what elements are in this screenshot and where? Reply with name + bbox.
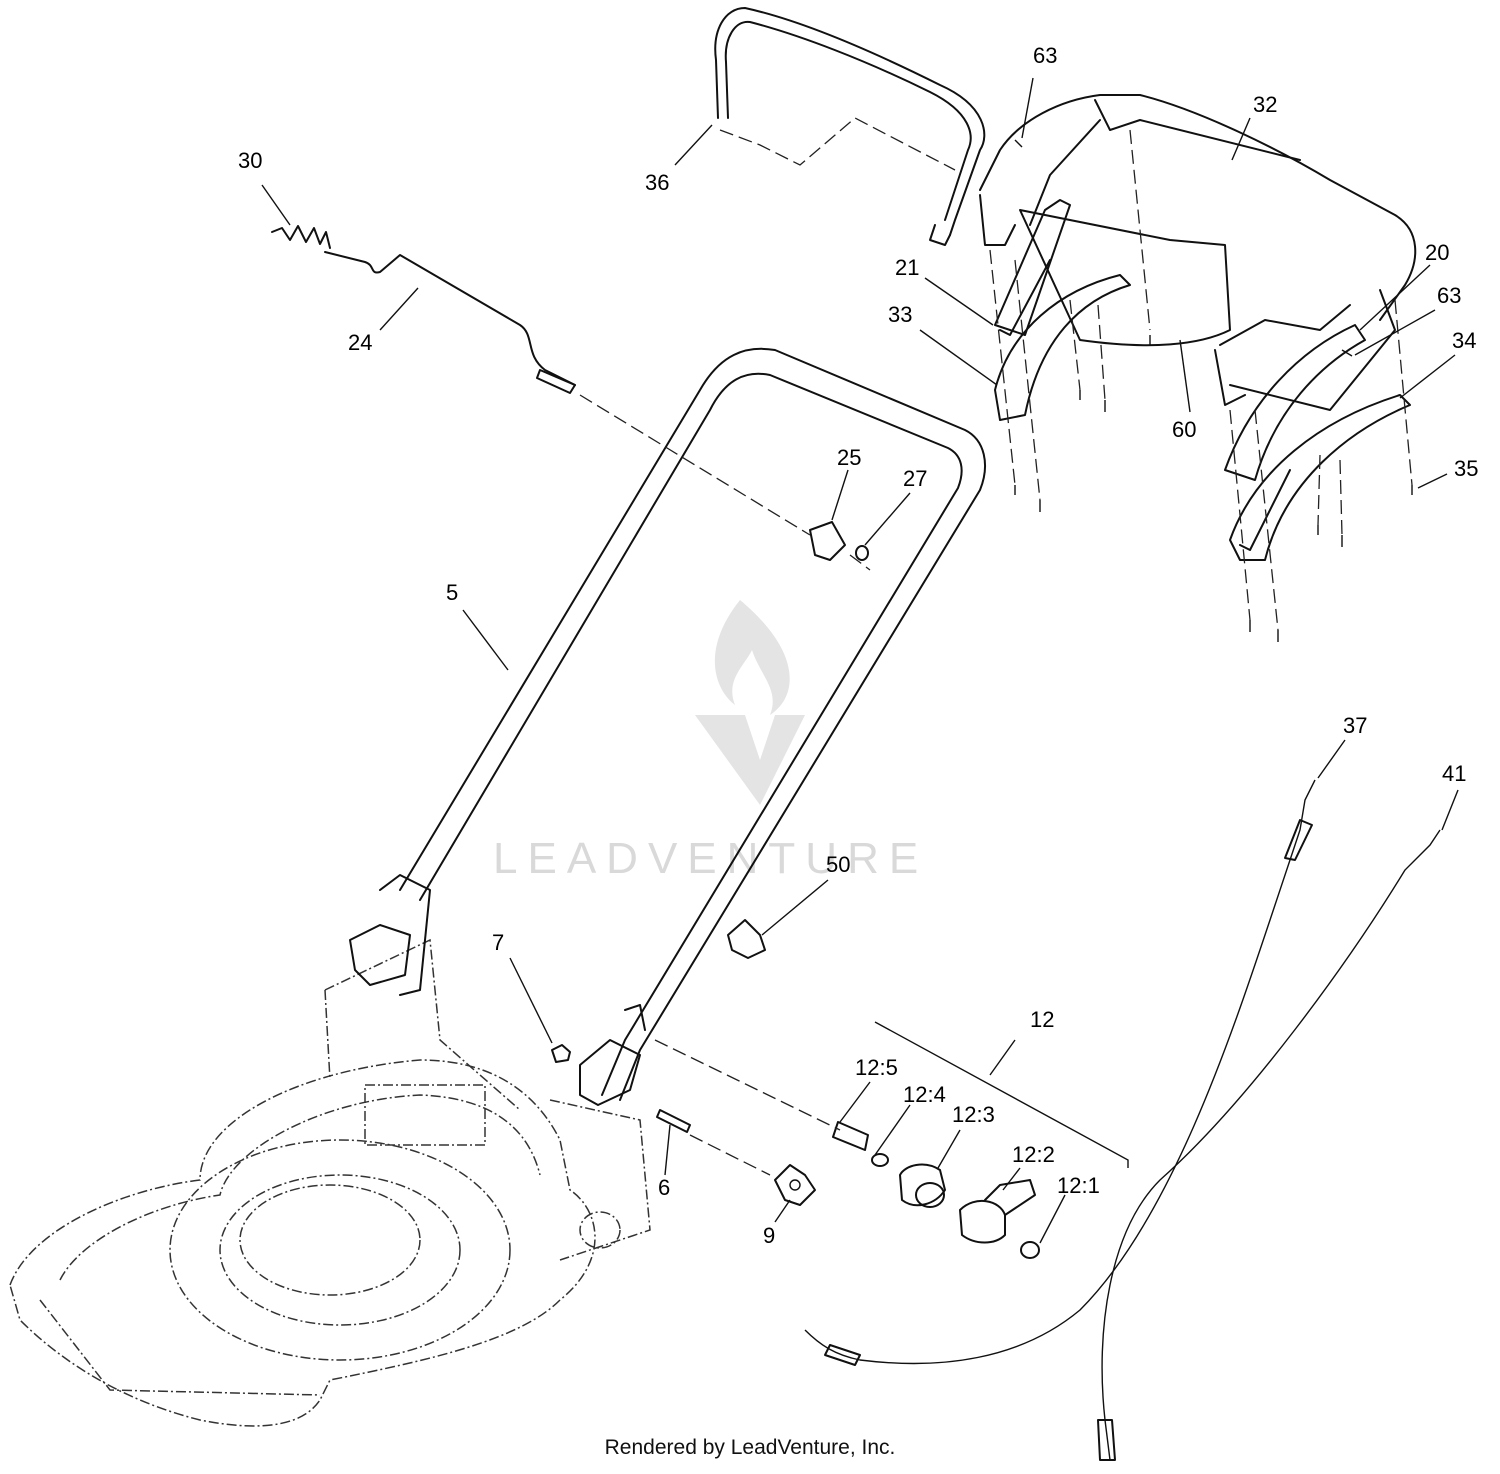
callout-5: 5 xyxy=(446,580,458,605)
control-rod xyxy=(324,251,576,394)
callout-24: 24 xyxy=(348,330,372,355)
callout-60: 60 xyxy=(1172,417,1196,442)
callout-12-3: 12:3 xyxy=(952,1102,995,1127)
callout-35: 35 xyxy=(1454,456,1478,481)
callout-9: 9 xyxy=(763,1223,775,1248)
callout-36: 36 xyxy=(645,170,669,195)
mower-deck xyxy=(9,938,651,1427)
callout-12: 12 xyxy=(1030,1007,1054,1032)
callout-12-1: 12:1 xyxy=(1057,1173,1100,1198)
main-handle xyxy=(349,347,986,1106)
callout-12-5: 12:5 xyxy=(855,1055,898,1080)
upper-bail-handle xyxy=(714,7,986,246)
callout-27: 27 xyxy=(903,466,927,491)
cable-clip xyxy=(727,919,766,959)
callout-12-2: 12:2 xyxy=(1012,1142,1055,1167)
cables xyxy=(804,779,1441,1461)
credit-line: Rendered by LeadVenture, Inc. xyxy=(604,1436,896,1459)
callout-30: 30 xyxy=(238,148,262,173)
v-logo-icon xyxy=(695,715,805,805)
callout-63-right: 63 xyxy=(1437,283,1461,308)
callout-7: 7 xyxy=(492,930,504,955)
control-console xyxy=(979,94,1417,411)
callout-12-4: 12:4 xyxy=(903,1082,946,1107)
nut xyxy=(551,1044,571,1063)
left-bracket-assembly xyxy=(994,199,1131,421)
leader-lines xyxy=(261,77,1459,1244)
brake-assembly xyxy=(832,1021,1129,1259)
callout-33: 33 xyxy=(888,302,912,327)
screws xyxy=(1014,139,1413,642)
callout-25: 25 xyxy=(837,445,861,470)
assembly-lines xyxy=(579,117,1413,1176)
callout-50: 50 xyxy=(826,852,850,877)
callout-37: 37 xyxy=(1343,713,1367,738)
callout-41: 41 xyxy=(1442,761,1466,786)
callout-21: 21 xyxy=(895,255,919,280)
watermark-text: LEADVENTURE xyxy=(493,834,928,883)
callouts: 30 24 36 63 32 21 33 20 63 34 60 35 25 2… xyxy=(238,43,1478,1248)
callout-34: 34 xyxy=(1452,328,1476,353)
spring xyxy=(271,225,331,249)
callout-63-top: 63 xyxy=(1033,43,1057,68)
right-bracket-assembly xyxy=(1224,324,1411,561)
callout-6: 6 xyxy=(658,1175,670,1200)
star-knob xyxy=(774,1164,816,1206)
callout-20: 20 xyxy=(1425,240,1449,265)
watermark: LEADVENTURE xyxy=(493,600,928,883)
callout-32: 32 xyxy=(1253,92,1277,117)
pivot-block xyxy=(809,521,869,561)
pin xyxy=(656,1109,691,1133)
flame-logo-icon xyxy=(714,600,790,715)
